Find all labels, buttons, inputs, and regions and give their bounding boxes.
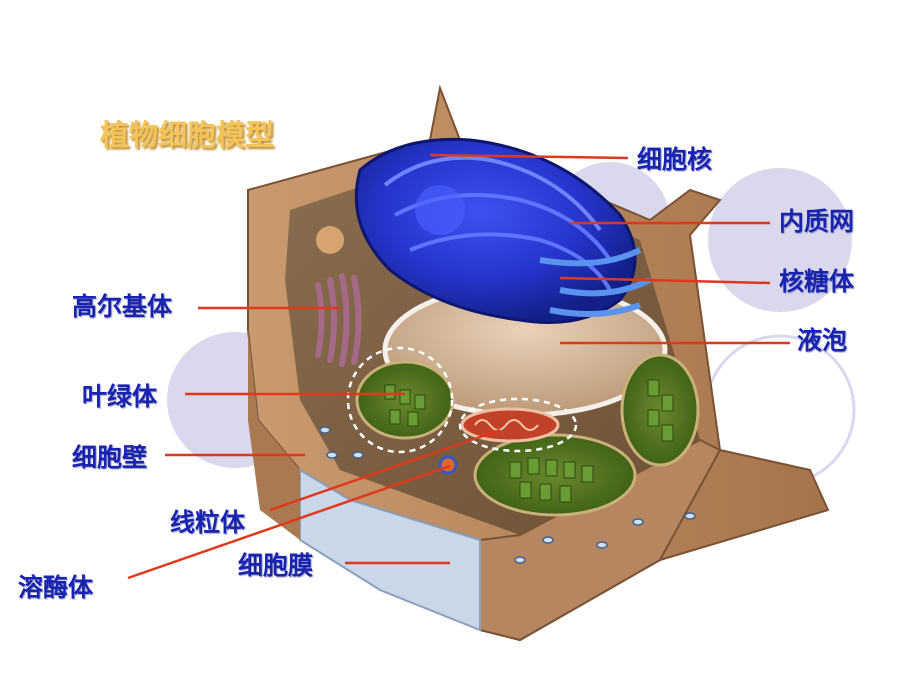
label-lysosome: 溶酶体: [18, 573, 94, 602]
lysosome-shape: [438, 455, 458, 475]
label-chloroplast: 叶绿体: [82, 382, 158, 411]
label-cell-membrane: 细胞膜: [238, 551, 314, 580]
mitochondrion-shape: [460, 407, 560, 443]
label-endoplasmic-reticulum: 内质网: [779, 207, 855, 236]
nucleus-shape: [354, 137, 652, 324]
label-mitochondrion: 线粒体: [170, 508, 246, 537]
label-vacuole: 液泡: [797, 326, 848, 355]
golgi-shape: [315, 273, 362, 367]
label-nucleus: 细胞核: [637, 145, 713, 174]
leader-lines: [127, 153, 790, 580]
highlight-circles: [346, 346, 578, 454]
label-ribosome: 核糖体: [779, 267, 855, 296]
label-golgi: 高尔基体: [72, 292, 173, 321]
diagram-title: 植物细胞模型: [100, 118, 275, 152]
starburst-organelle: [316, 226, 344, 254]
chloroplast-shapes: [355, 353, 700, 517]
label-cell-wall: 细胞壁: [72, 443, 148, 472]
